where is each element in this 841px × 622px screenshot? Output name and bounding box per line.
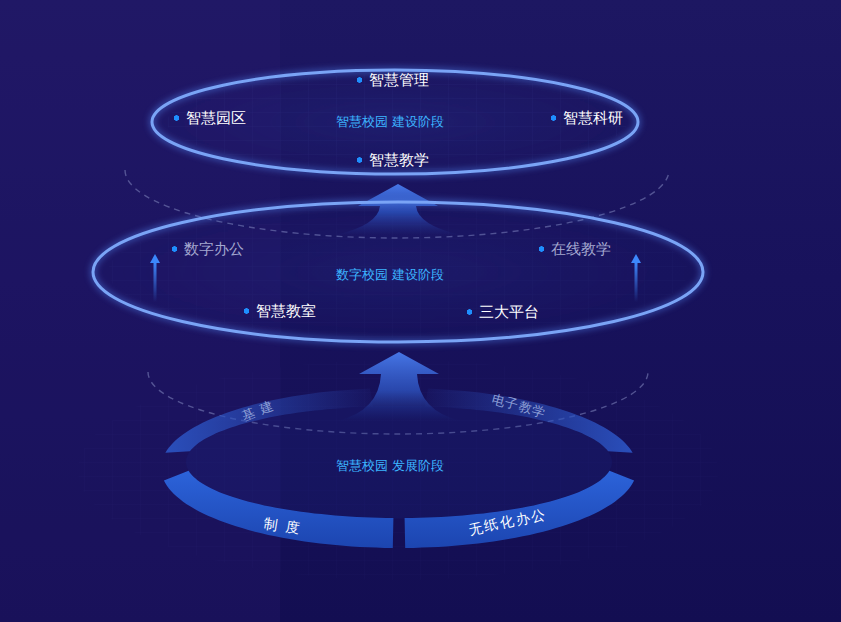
band-label: 基 建 — [240, 398, 277, 425]
bullet-item: 数字办公 — [172, 240, 244, 258]
bullet-item: 智慧科研 — [551, 109, 623, 127]
bullet-item: 三大平台 — [467, 303, 539, 321]
bullet-item: 智慧教室 — [244, 302, 316, 320]
base-ring: 智慧校园 发展阶段基 建电子教学制 度无纸化办公 — [159, 386, 639, 550]
bullet-item: 在线教学 — [539, 240, 611, 258]
bullet-item: 智慧管理 — [357, 71, 429, 89]
bullet-item: 智慧教学 — [357, 151, 429, 169]
stage-ellipse: 数字办公 在线教学数字校园 建设阶段智慧教室 三大平台 — [91, 200, 705, 344]
stage-title: 智慧校园 建设阶段 — [336, 114, 444, 130]
stage-title: 数字校园 建设阶段 — [336, 267, 444, 283]
band-label: 电子教学 — [490, 391, 548, 421]
stage-title: 智慧校园 发展阶段 — [336, 458, 444, 474]
bullet-item: 智慧园区 — [174, 109, 246, 127]
stage-ellipse: 智慧管理智慧园区 智慧校园 建设阶段 智慧科研智慧教学 — [150, 68, 640, 176]
